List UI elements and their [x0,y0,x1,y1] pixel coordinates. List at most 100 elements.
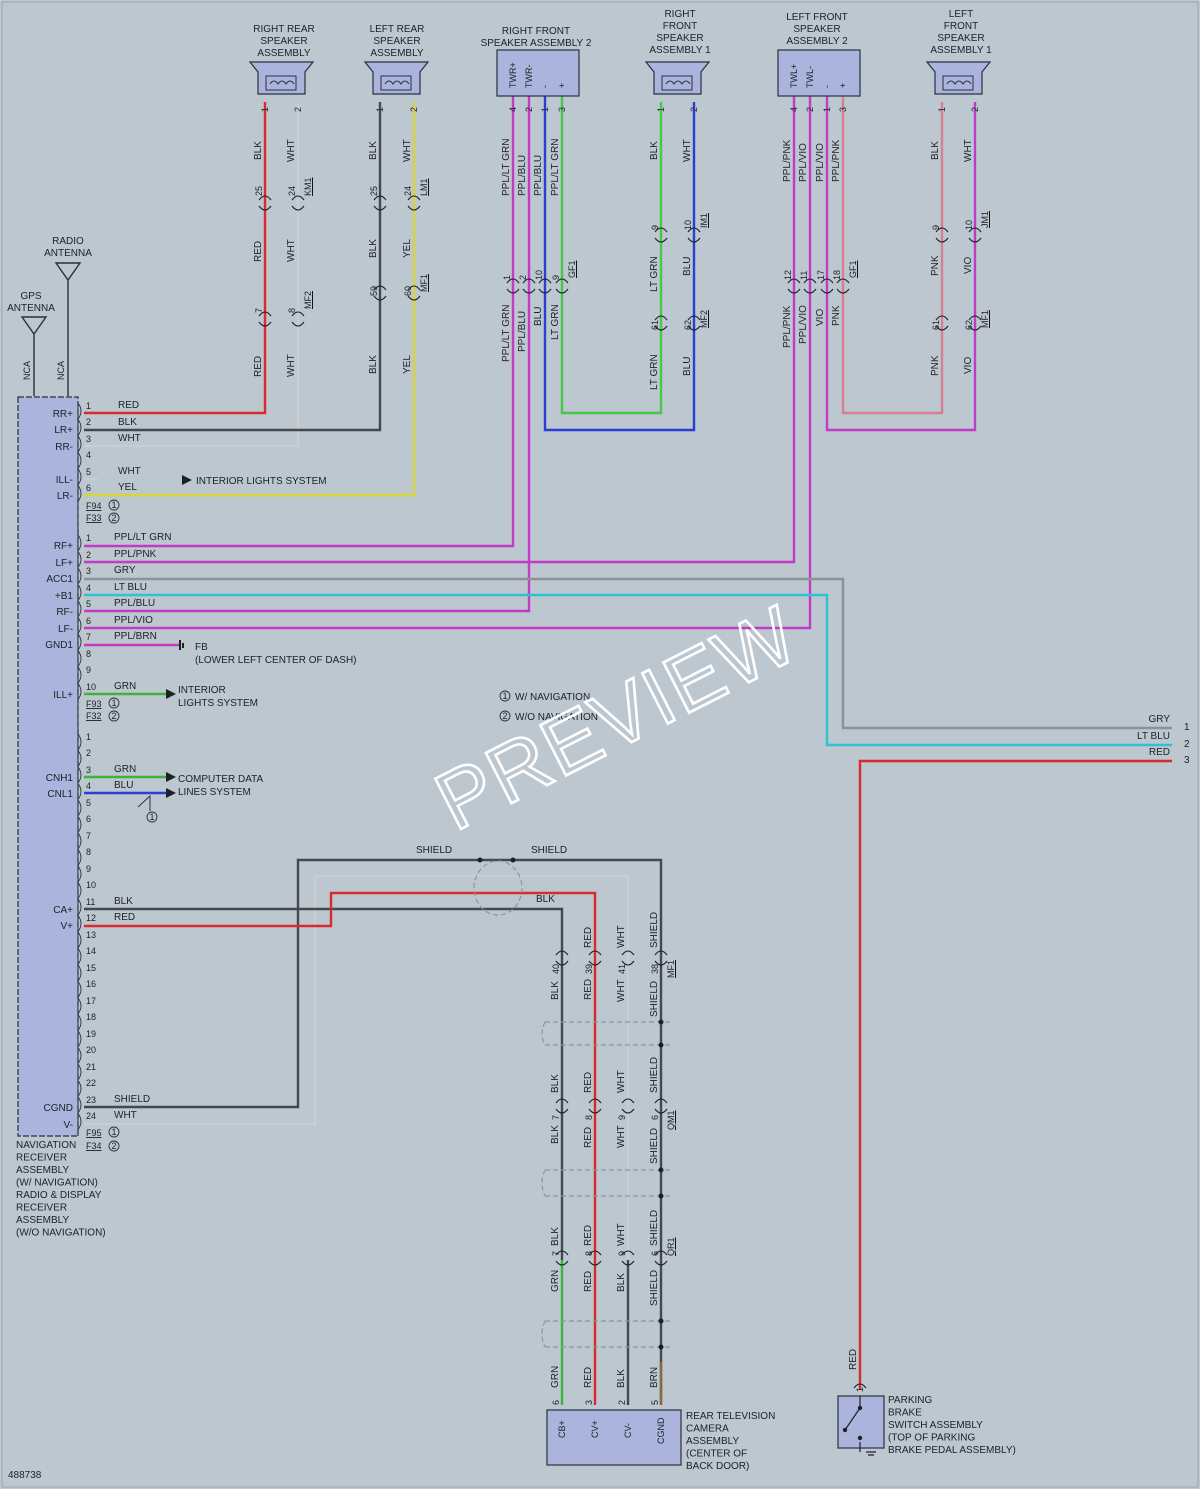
gps-antenna-nca: NCA [22,361,32,380]
svg-text:60: 60 [403,286,413,296]
svg-text:YEL: YEL [402,355,413,374]
svg-text:RED: RED [253,241,264,262]
svg-text:5: 5 [86,467,91,477]
svg-text:21: 21 [86,1062,96,1072]
svg-text:18: 18 [86,1012,96,1022]
camera-box [546,1409,682,1466]
svg-text:PPL/VIO: PPL/VIO [114,615,153,626]
rf2-terminal-label: TWR+ [508,62,518,88]
diagram-id: 488738 [8,1470,42,1481]
svg-text:2: 2 [524,107,534,112]
svg-text:BLK: BLK [930,141,941,160]
lf2-terminal-label: TWL+ [789,64,799,88]
wire-lf1-pnk [841,96,944,415]
svg-text:BRN: BRN [649,1367,660,1388]
wire-lr-plus [84,102,382,432]
svg-text:CGND: CGND [656,1417,666,1444]
svg-text:LT GRN: LT GRN [649,354,660,390]
svg-text:RED: RED [1149,747,1170,758]
svg-text:BLU: BLU [682,257,693,276]
svg-text:BLK: BLK [550,981,561,1000]
camera-terminals: CB+ CV+ CV- CGND [557,1417,666,1444]
svg-text:7: 7 [551,1115,561,1120]
terminal-cnl1: CNL1 [47,789,73,800]
wire-lf-plus [84,96,796,564]
computer-data-ref: COMPUTER DATA [178,774,264,785]
svg-text:GRY: GRY [114,565,136,576]
svg-text:PPL/PNK: PPL/PNK [782,139,793,182]
svg-text:YEL: YEL [402,239,413,258]
svg-text:LM1: LM1 [419,178,429,196]
receiver-pin-sockets [77,402,82,1130]
terminal-cgnd: CGND [44,1103,73,1114]
svg-text:1: 1 [260,107,270,112]
svg-text:WHT: WHT [616,1223,627,1246]
svg-text:8: 8 [287,308,297,313]
svg-text:PPL/LT GRN: PPL/LT GRN [550,139,561,196]
svg-text:CV-: CV- [623,1423,633,1438]
rf2-terminal-label: - [540,85,550,88]
receiver-connector-refs: F94 F33 F93 F32 F95 F34 [86,501,102,1151]
svg-text:PNK: PNK [930,355,941,376]
ground-symbol [179,640,184,650]
svg-text:PPL/VIO: PPL/VIO [798,305,809,344]
svg-text:RED: RED [583,1225,594,1246]
svg-text:JM1: JM1 [980,211,990,228]
svg-text:1: 1 [1184,722,1190,733]
terminal-cnh1: CNH1 [46,773,74,784]
terminal-rf-minus: RF- [56,607,73,618]
radio-antenna-nca: NCA [56,361,66,380]
svg-text:12: 12 [783,270,793,280]
svg-text:BLK: BLK [368,141,379,160]
svg-text:9: 9 [86,864,91,874]
svg-text:F34: F34 [86,1141,102,1151]
svg-text:WHT: WHT [616,1125,627,1148]
wire-acc1-gry [84,577,1172,730]
svg-text:PNK: PNK [831,305,842,326]
svg-text:6: 6 [650,1115,660,1120]
svg-text:2: 2 [111,711,116,721]
svg-text:7: 7 [551,1251,561,1256]
svg-text:11: 11 [86,897,95,907]
shield-sheaths [473,860,670,1348]
svg-text:LT GRN: LT GRN [550,304,561,340]
svg-text:62: 62 [964,320,974,330]
svg-text:RED: RED [583,1367,594,1388]
svg-text:2: 2 [689,107,699,112]
speakers [248,49,992,97]
lr-speaker-symbol [363,61,430,95]
svg-text:23: 23 [86,1095,96,1105]
svg-text:RED: RED [583,927,594,948]
svg-text:PPL/LT GRN: PPL/LT GRN [114,532,171,543]
receiver-assembly [17,396,82,1137]
svg-text:6: 6 [650,1251,660,1256]
svg-text:CB+: CB+ [557,1420,567,1438]
svg-text:RED: RED [114,912,135,923]
svg-text:10: 10 [86,682,96,692]
svg-text:61: 61 [931,320,941,330]
svg-text:PPL/BLU: PPL/BLU [533,155,544,196]
system-annotations: INTERIOR LIGHTS SYSTEM INTERIOR LIGHTS S… [137,475,598,811]
svg-text:38: 38 [650,964,660,974]
svg-text:SHIELD: SHIELD [649,912,660,948]
rf1-speaker-symbol [644,61,711,95]
rr-speaker-symbol [248,61,315,95]
svg-text:RED: RED [583,979,594,1000]
svg-text:4: 4 [789,107,799,112]
wire-ca-plus [84,907,564,1260]
svg-text:2: 2 [409,107,419,112]
svg-text:1: 1 [540,107,550,112]
svg-text:PPL/PNK: PPL/PNK [114,549,157,560]
svg-text:WHT: WHT [114,1110,137,1121]
svg-text:SHIELD: SHIELD [416,845,452,856]
svg-text:13: 13 [86,930,96,940]
interior-lights-ref: INTERIOR LIGHTS SYSTEM [196,476,327,487]
svg-text:9: 9 [617,1251,627,1256]
terminal-rr-plus: RR+ [53,409,73,420]
svg-text:GRN: GRN [114,681,136,692]
svg-text:11: 11 [799,271,809,280]
